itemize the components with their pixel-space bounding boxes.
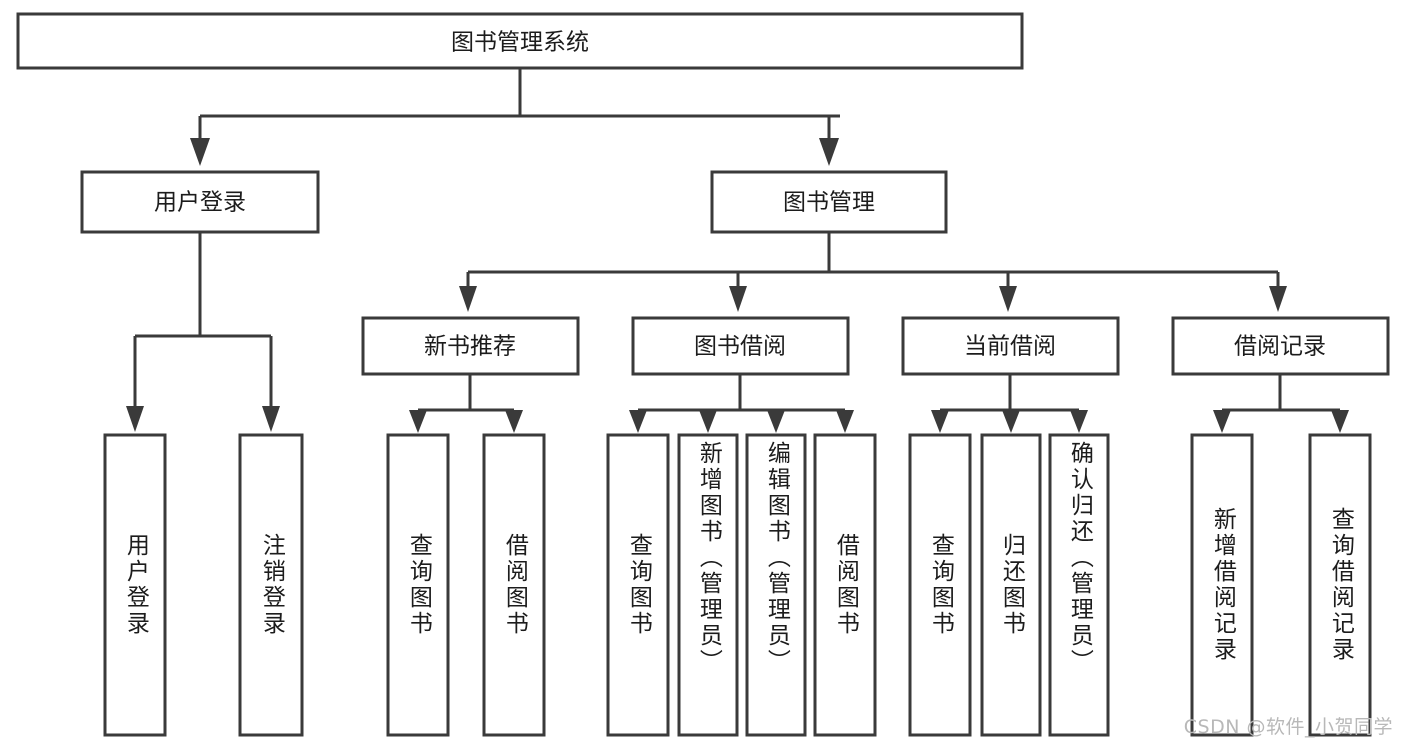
node-current-borrow[interactable]: 当前借阅 [901, 316, 1120, 376]
leaf-label-query-book-borrow: 查询图书 [625, 533, 652, 637]
node-leaf-edit-book-rect[interactable] [745, 433, 807, 737]
edge-group-borrow-record [1213, 374, 1349, 433]
node-leaf-add-book-rect[interactable] [677, 433, 739, 737]
leaf-label-borrow-book-rec: 借阅图书 [501, 533, 528, 637]
leaf-label-confirm-return-wrap: 确认归还（管理员） [1050, 441, 1108, 735]
leaf-label-return-book: 归还图书 [998, 533, 1025, 637]
leaf-label-user-login: 用户登录 [122, 533, 149, 637]
leaf-label-return-book-wrap: 归还图书 [982, 435, 1040, 735]
leaf-boxes-group [103, 433, 1372, 737]
arrow-head-leaf-query-book-current [931, 410, 949, 433]
arrow-head-leaf-user-login [126, 406, 144, 432]
csdn-watermark: CSDN @软件_小贺同学 [1183, 716, 1393, 738]
node-current-borrow-rect[interactable] [901, 316, 1120, 376]
leaf-label-borrow-book-rec-wrap: 借阅图书 [484, 435, 544, 735]
node-borrow-record-rect[interactable] [1171, 316, 1390, 376]
arrow-head-leaf-query-book-borrow [629, 410, 647, 433]
arrow-head-leaf-borrow-book [836, 410, 854, 433]
leaf-label-borrow-book: 借阅图书 [832, 533, 859, 637]
node-user-login-label: 用户登录 [154, 190, 246, 216]
node-leaf-query-borrow-record-rect[interactable] [1308, 433, 1372, 737]
arrow-head-leaf-query-borrow-record [1331, 410, 1349, 433]
node-leaf-add-borrow-record-rect[interactable] [1190, 433, 1254, 737]
node-leaf-return-book-rect[interactable] [980, 433, 1042, 737]
leaf-label-query-book-current-wrap: 查询图书 [910, 435, 970, 735]
arrow-head-leaf-user-logout [262, 406, 280, 432]
leaf-label-add-book-wrap: 新增图书（管理员） [679, 441, 737, 735]
arrow-head-leaf-edit-book [767, 410, 785, 433]
leaf-label-borrow-book-wrap: 借阅图书 [815, 435, 875, 735]
node-book-borrow[interactable]: 图书借阅 [631, 316, 850, 376]
node-leaf-borrow-book-rec-rect[interactable] [482, 433, 546, 737]
leaf-label-edit-book: 编辑图书（管理员） [763, 441, 790, 675]
node-leaf-query-book-borrow-rect[interactable] [606, 433, 670, 737]
node-book-manage-label: 图书管理 [783, 190, 875, 216]
leaf-label-query-borrow-record-wrap: 查询借阅记录 [1310, 435, 1370, 735]
node-leaf-query-book-current-rect[interactable] [908, 433, 972, 737]
leaf-label-add-borrow-record-wrap: 新增借阅记录 [1192, 435, 1252, 735]
arrow-head-leaf-borrow-book-rec [505, 410, 523, 433]
edge-group-root [190, 68, 840, 166]
node-root-rect[interactable] [16, 12, 1024, 70]
leaf-label-edit-book-wrap: 编辑图书（管理员） [747, 441, 805, 735]
arrow-head-leaf-add-book [699, 410, 717, 433]
node-book-borrow-rect[interactable] [631, 316, 850, 376]
arrow-head-book-borrow [729, 286, 747, 312]
node-new-book-recommend-label: 新书推荐 [424, 334, 516, 360]
node-current-borrow-label: 当前借阅 [964, 334, 1056, 360]
leaf-label-query-book-rec-wrap: 查询图书 [388, 435, 448, 735]
leaf-label-add-borrow-record: 新增借阅记录 [1209, 507, 1236, 663]
leaf-label-add-book: 新增图书（管理员） [695, 441, 722, 675]
edge-group-book-borrow [629, 374, 854, 433]
arrow-head-leaf-confirm-return [1070, 410, 1088, 433]
leaf-label-user-logout-wrap: 注销登录 [240, 435, 302, 735]
leaf-label-confirm-return: 确认归还（管理员） [1066, 441, 1093, 675]
arrow-head-current-borrow [999, 286, 1017, 312]
node-borrow-record-label: 借阅记录 [1234, 334, 1326, 360]
node-user-login-rect[interactable] [80, 170, 320, 234]
leaf-label-query-borrow-record: 查询借阅记录 [1327, 507, 1354, 663]
arrow-head-book-manage [819, 138, 839, 166]
arrow-head-leaf-query-book-rec [409, 410, 427, 433]
node-root-label: 图书管理系统 [451, 30, 589, 56]
node-leaf-user-login-rect[interactable] [103, 433, 167, 737]
node-leaf-user-logout-rect[interactable] [238, 433, 304, 737]
node-borrow-record[interactable]: 借阅记录 [1171, 316, 1390, 376]
edge-group-new-book-recommend [409, 374, 523, 433]
edge-group-book-manage [459, 232, 1287, 312]
leaf-label-user-login-wrap: 用户登录 [105, 435, 165, 735]
node-root[interactable]: 图书管理系统 [16, 12, 1024, 70]
arrow-head-leaf-return-book [1002, 410, 1020, 433]
node-book-borrow-label: 图书借阅 [694, 334, 786, 360]
leaf-label-user-logout: 注销登录 [258, 533, 285, 637]
leaf-label-query-book-current: 查询图书 [927, 533, 954, 637]
node-user-login[interactable]: 用户登录 [80, 170, 320, 234]
edge-group-current-borrow [931, 374, 1088, 433]
leaf-label-query-book-rec: 查询图书 [405, 533, 432, 637]
arrow-head-borrow-record [1269, 286, 1287, 312]
arrow-head-new-book-recommend [459, 286, 477, 312]
node-book-manage-rect[interactable] [710, 170, 948, 234]
node-book-manage[interactable]: 图书管理 [710, 170, 948, 234]
node-new-book-recommend[interactable]: 新书推荐 [361, 316, 580, 376]
node-leaf-borrow-book-rect[interactable] [813, 433, 877, 737]
edge-group-user-login [126, 232, 280, 432]
leaf-label-query-book-borrow-wrap: 查询图书 [608, 435, 668, 735]
arrow-head-leaf-add-borrow-record [1213, 410, 1231, 433]
node-leaf-query-book-rec-rect[interactable] [386, 433, 450, 737]
node-new-book-recommend-rect[interactable] [361, 316, 580, 376]
node-leaf-confirm-return-rect[interactable] [1048, 433, 1110, 737]
arrow-head-user-login [190, 138, 210, 166]
